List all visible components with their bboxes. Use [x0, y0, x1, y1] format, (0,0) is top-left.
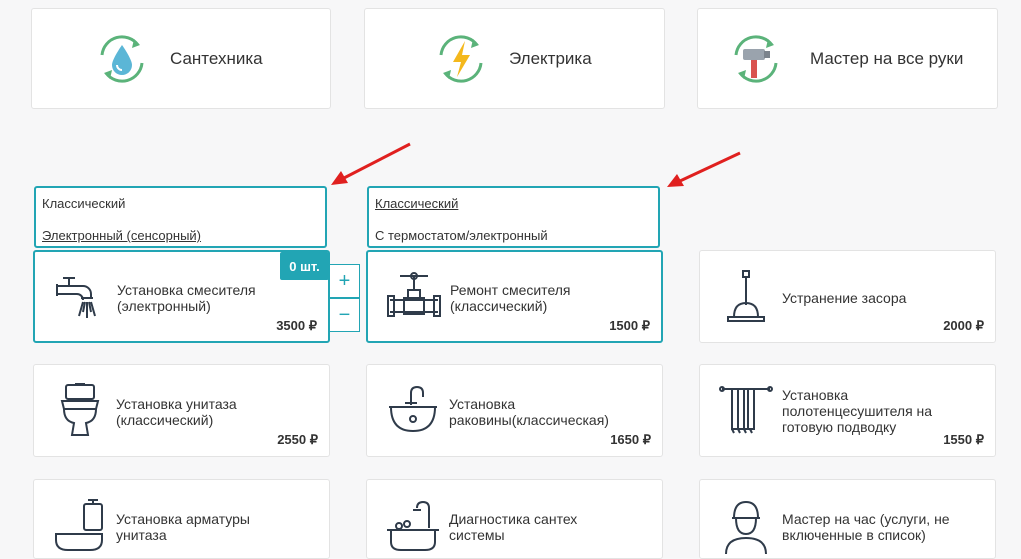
service-card-mixer-repair[interactable]: Ремонт смесителя (классический) 1500 ₽ [366, 250, 663, 343]
service-card-master-hour[interactable]: Мастер на час (услуги, не включенные в с… [699, 479, 996, 559]
hammer-icon [734, 34, 778, 83]
service-price: 1500 ₽ [609, 318, 650, 333]
service-card-sink-install[interactable]: Установка раковины(классическая) 1650 ₽ [366, 364, 663, 457]
variant-option-electronic[interactable]: Электронный (сенсорный) [42, 228, 202, 243]
service-price: 2000 ₽ [943, 318, 984, 333]
category-card-electrics[interactable]: Электрика [364, 8, 665, 109]
variant-selector-mixer-repair: Классический С термостатом/электронный [367, 186, 660, 248]
bathtub-icon [387, 500, 439, 551]
variant-option-classic[interactable]: Классический [375, 196, 459, 211]
service-card-toilet-fittings[interactable]: Установка арматуры унитаза [33, 479, 330, 559]
arrow-icon [331, 142, 411, 185]
category-card-plumbing[interactable]: Сантехника [31, 8, 331, 109]
quantity-badge: 0 шт. [280, 252, 329, 280]
service-price: 2550 ₽ [277, 432, 318, 447]
service-price: 1650 ₽ [610, 432, 651, 447]
increment-button[interactable]: + [329, 264, 360, 298]
water-drop-icon [100, 34, 144, 83]
sink-icon [389, 385, 437, 433]
service-name: Мастер на час (услуги, не включенные в с… [782, 511, 950, 543]
service-card-plumbing-diagnostics[interactable]: Диагностика сантех системы [366, 479, 663, 559]
service-name: Диагностика сантех системы [449, 511, 578, 543]
service-price: 1550 ₽ [943, 432, 984, 447]
decrement-button[interactable]: − [329, 298, 360, 332]
annotation-arrows [331, 142, 741, 187]
service-card-toilet-install[interactable]: Установка унитаза (классический) 2550 ₽ [33, 364, 330, 457]
service-card-towel-rail-install[interactable]: Установка полотенцесушителя на готовую п… [699, 364, 996, 457]
toilet-icon [60, 383, 100, 436]
service-name: Установка раковины(классическая) [449, 396, 609, 428]
category-card-handyman[interactable]: Мастер на все руки [697, 8, 998, 109]
valve-pipe-icon [387, 272, 441, 317]
category-label: Мастер на все руки [810, 48, 964, 68]
category-label: Сантехника [170, 48, 263, 68]
service-name: Установка смесителя (электронный) [117, 282, 256, 314]
variant-option-classic[interactable]: Классический [42, 196, 126, 211]
towel-rail-icon [719, 386, 773, 434]
plunger-icon [727, 270, 765, 322]
service-name: Устранение засора [782, 290, 907, 306]
category-label: Электрика [509, 48, 592, 68]
variant-option-thermostat[interactable]: С термостатом/электронный [375, 228, 548, 243]
faucet-icon [56, 277, 96, 318]
toilet-tank-icon [55, 499, 103, 551]
service-name: Установка унитаза (классический) [116, 396, 237, 428]
service-card-clog-removal[interactable]: Устранение засора 2000 ₽ [699, 250, 996, 343]
service-name: Ремонт смесителя (классический) [450, 282, 571, 314]
service-price: 3500 ₽ [276, 318, 317, 333]
master-person-icon [725, 500, 767, 554]
variant-selector-mixer-install: Классический Электронный (сенсорный) [34, 186, 327, 248]
arrow-icon [667, 151, 741, 187]
service-name: Установка арматуры унитаза [116, 511, 250, 543]
lightning-icon [439, 34, 483, 83]
service-name: Установка полотенцесушителя на готовую п… [782, 387, 933, 435]
